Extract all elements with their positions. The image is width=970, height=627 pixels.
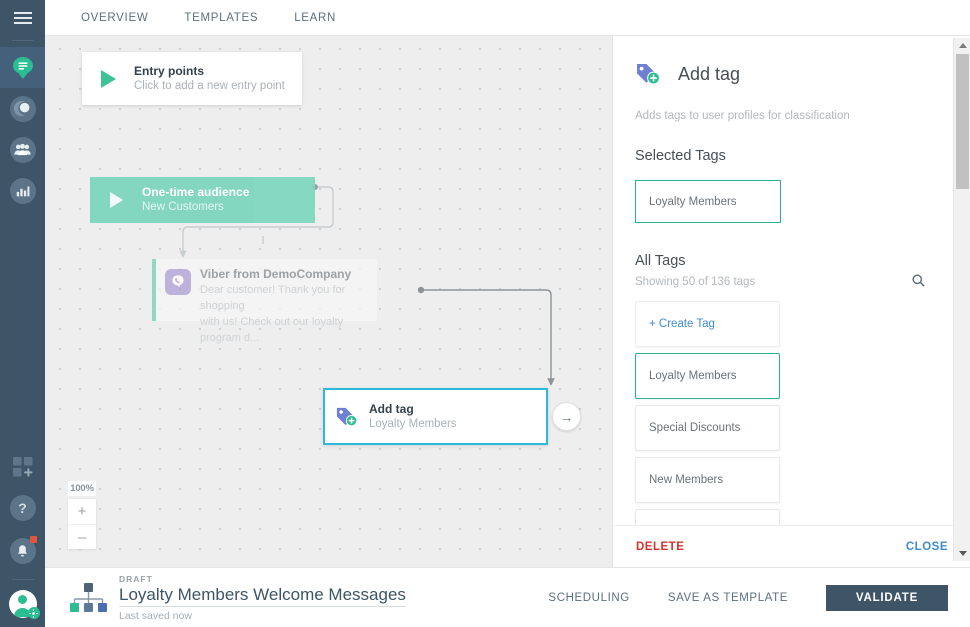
panel-header: Add tag [635, 36, 928, 86]
sidebar-item-apps[interactable] [0, 447, 45, 487]
tag-plus-icon [325, 406, 369, 428]
tab-learn[interactable]: LEARN [294, 11, 337, 24]
rail-divider [11, 40, 34, 41]
sidebar-item-notifications[interactable] [0, 529, 45, 573]
flow-name-input[interactable]: Loyalty Members Welcome Messages [119, 585, 406, 607]
node-viber-message[interactable]: Viber from DemoCompany Dear customer! Th… [152, 259, 377, 344]
node-subtitle-line1: Dear customer! Thank you for shopping [200, 284, 346, 312]
flow-meta: DRAFT Loyalty Members Welcome Messages L… [119, 574, 406, 622]
status-badge: DRAFT [119, 573, 153, 584]
apps-grid-add-icon [12, 457, 32, 477]
rail-divider-bottom [11, 579, 34, 580]
node-subtitle: Click to add a new entry point [134, 79, 285, 92]
tags-count-label: Showing 50 of 136 tags [635, 276, 756, 288]
tab-templates[interactable]: TEMPLATES [184, 11, 259, 24]
sidebar-item-help[interactable]: ? [0, 487, 45, 529]
chat-bubble-icon [12, 56, 33, 79]
tag-plus-icon [637, 64, 660, 85]
panel-description: Adds tags to user profiles for classific… [635, 110, 850, 122]
last-saved-label: Last saved now [119, 609, 192, 622]
node-subtitle-line2: with us! Check out our loyalty program d… [200, 316, 344, 344]
node-subtitle: New Customers [142, 201, 224, 213]
selected-tag-chip[interactable]: Loyalty Members [635, 180, 781, 223]
tag-grid: + Create Tag Loyalty Members Special Dis… [635, 301, 928, 525]
add-next-step-button[interactable]: → [552, 402, 581, 431]
all-tags-heading: All Tags [635, 253, 686, 269]
node-title: Viber from DemoCompany [200, 267, 352, 281]
page-title: Add tag [678, 63, 741, 84]
bottom-bar: DRAFT Loyalty Members Welcome Messages L… [45, 567, 970, 627]
node-one-time-audience[interactable]: One-time audience New Customers [90, 177, 315, 223]
tag-cell-old-members[interactable]: Old Members [635, 509, 780, 525]
scheduling-button[interactable]: SCHEDULING [548, 591, 630, 604]
top-navigation: OVERVIEW TEMPLATES LEARN [45, 0, 970, 36]
selected-tags-heading: Selected Tags [635, 148, 726, 164]
viber-icon [156, 267, 200, 295]
hamburger-menu-icon[interactable] [0, 0, 45, 36]
node-title: Add tag [369, 401, 414, 416]
moon-icon [9, 95, 36, 122]
node-entry-points[interactable]: Entry points Click to add a new entry po… [82, 52, 302, 105]
panel-scroll-content: Add tag Adds tags to user profiles for c… [613, 36, 950, 525]
panel-scrollbar[interactable] [953, 38, 970, 561]
tag-cell-new-members[interactable]: New Members [635, 457, 780, 503]
delete-button[interactable]: DELETE [636, 540, 685, 553]
node-title: One-time audience [142, 185, 250, 199]
sidebar-item-messaging[interactable] [0, 47, 45, 88]
node-text: One-time audience New Customers [142, 185, 259, 215]
node-title: Entry points [134, 63, 205, 78]
bottom-actions: SCHEDULING SAVE AS TEMPLATE VALIDATE [548, 584, 948, 611]
audience-people-icon [9, 136, 36, 163]
node-text: Add tag Loyalty Members [369, 402, 467, 432]
play-triangle-icon [90, 192, 142, 208]
node-subtitle: Loyalty Members [369, 417, 457, 430]
search-icon[interactable] [909, 271, 928, 288]
zoom-in-button[interactable]: + [77, 503, 87, 520]
zoom-out-button[interactable]: – [68, 524, 96, 549]
avatar[interactable] [8, 590, 40, 619]
all-tags-subheader: Showing 50 of 136 tags [635, 269, 928, 288]
notification-badge [30, 536, 37, 543]
validate-button[interactable]: VALIDATE [826, 584, 948, 611]
close-button[interactable]: CLOSE [905, 540, 948, 553]
scroll-up-arrow[interactable] [954, 38, 970, 53]
tab-overview[interactable]: OVERVIEW [81, 11, 149, 24]
scrollbar-thumb[interactable] [956, 54, 969, 189]
scroll-down-arrow[interactable] [954, 546, 970, 561]
question-mark-icon: ? [9, 495, 36, 521]
play-triangle-icon [82, 69, 134, 88]
sidebar-item-analytics[interactable] [0, 170, 45, 211]
sidebar-item-moon[interactable] [0, 88, 45, 129]
bar-chart-icon [9, 177, 36, 204]
zoom-level: 100% [68, 481, 96, 496]
sidebar-item-audience[interactable] [0, 129, 45, 170]
gear-icon [27, 607, 40, 619]
tag-cell-special-discounts[interactable]: Special Discounts [635, 405, 780, 451]
zoom-controls: 100% + – [68, 481, 96, 549]
flow-diagram-icon [65, 582, 111, 614]
node-add-tag[interactable]: Add tag Loyalty Members [323, 388, 548, 445]
left-rail: ? [0, 0, 45, 627]
create-tag-button[interactable]: + Create Tag [635, 301, 780, 347]
add-tag-panel: Add tag Adds tags to user profiles for c… [612, 36, 970, 567]
flow-canvas[interactable]: Entry points Click to add a new entry po… [45, 36, 612, 567]
tag-cell-loyalty-members[interactable]: Loyalty Members [635, 353, 780, 399]
panel-footer: DELETE CLOSE [613, 525, 970, 567]
save-as-template-button[interactable]: SAVE AS TEMPLATE [667, 591, 788, 604]
node-text: Viber from DemoCompany Dear customer! Th… [200, 267, 377, 346]
node-text: Entry points Click to add a new entry po… [134, 64, 295, 94]
